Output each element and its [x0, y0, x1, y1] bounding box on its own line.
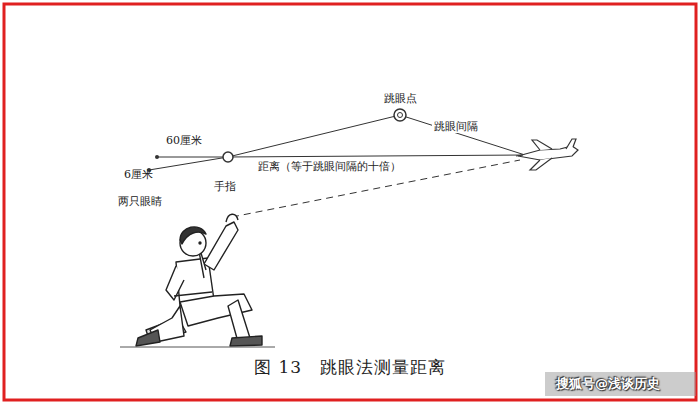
red-frame [4, 4, 696, 400]
figure-caption: 图 13 跳眼法测量距离 [254, 356, 446, 379]
distance-label: 距离（等于跳眼间隔的十倍） [256, 160, 403, 173]
watermark: 搜狐号@浅谈历史 [556, 375, 660, 393]
part-label: 手指 [214, 180, 236, 193]
jump-point [398, 113, 403, 118]
part-label: 两只眼睛 [118, 195, 162, 208]
finger-point [223, 152, 233, 162]
aircraft [516, 139, 578, 170]
jump-point [394, 109, 406, 121]
dimension-label: 60厘米 [166, 134, 202, 147]
sight-lines [149, 115, 525, 217]
eye-dot [155, 155, 159, 159]
point-label: 跳眼点 [384, 92, 417, 105]
watermark-ground [545, 372, 696, 396]
dimension-label: 6厘米 [124, 168, 153, 181]
interval-label: 跳眼间隔 [432, 120, 480, 133]
kneeling-soldier [136, 214, 262, 346]
ground-line [120, 347, 275, 348]
